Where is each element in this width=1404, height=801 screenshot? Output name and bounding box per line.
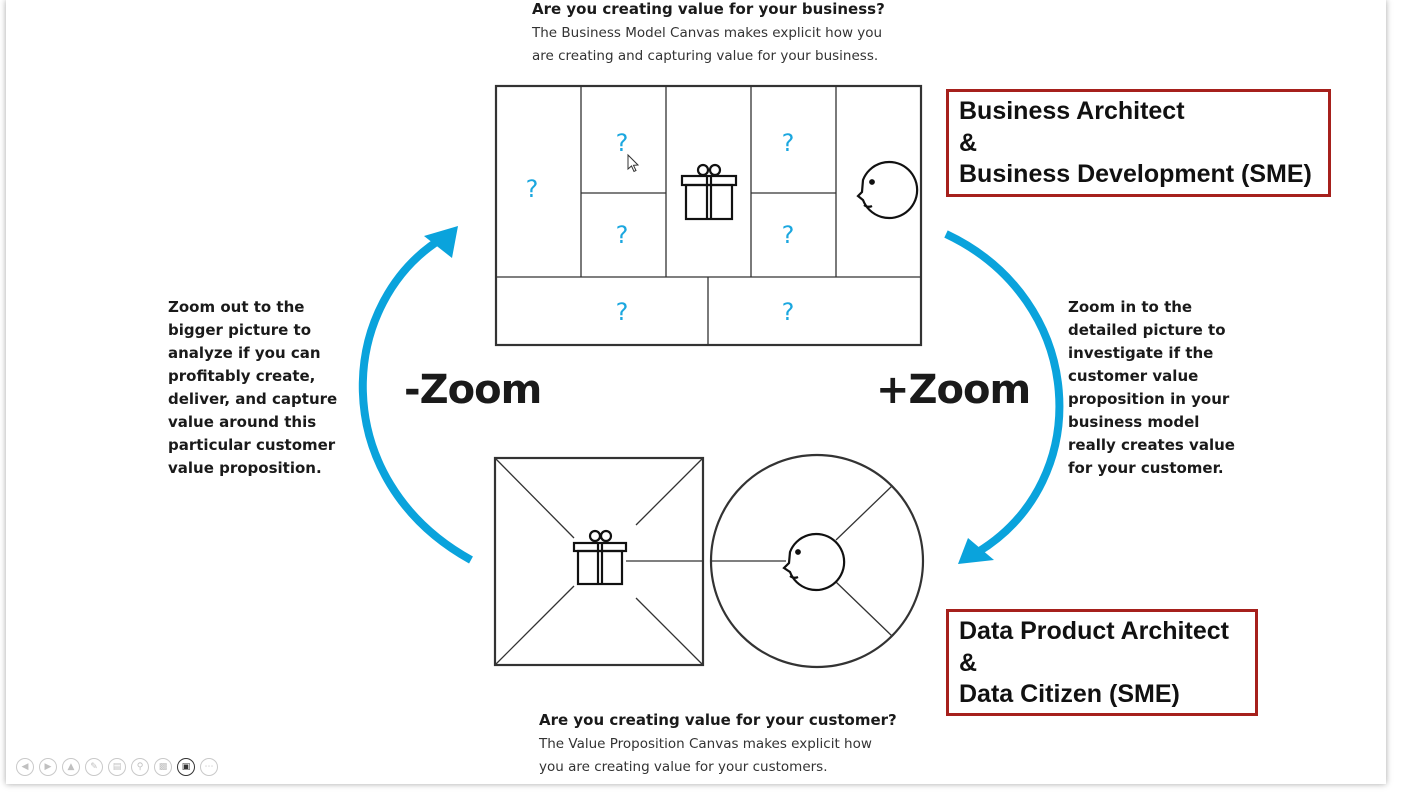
zoom-out-arrow (358, 232, 473, 564)
more-icon[interactable]: ⋯ (200, 758, 218, 776)
gift-icon (680, 163, 738, 221)
vpc-description-line: The Value Proposition Canvas makes expli… (539, 736, 872, 752)
customer-profile-circle (709, 453, 925, 669)
zoom-out-arrowhead (424, 226, 458, 258)
bmc-description: The Business Model Canvas makes explicit… (532, 22, 882, 68)
bmc-description-line: The Business Model Canvas makes explicit… (532, 25, 883, 41)
next-icon[interactable]: ▶ (39, 758, 57, 776)
question-channels: ? (782, 221, 795, 249)
question-key-resources: ? (616, 221, 629, 249)
zoom-in-label: +Zoom (876, 367, 1031, 413)
cursor-icon (627, 153, 640, 173)
prev-icon[interactable]: ◀ (16, 758, 34, 776)
question-key-activities: ? (616, 129, 629, 157)
zoom-in-arrowhead (958, 538, 994, 564)
pen-icon[interactable]: ✎ (85, 758, 103, 776)
slide: Are you creating value for your business… (6, 0, 1386, 784)
question-cost-structure: ? (616, 298, 629, 326)
subtitle-icon[interactable]: ▩ (154, 758, 172, 776)
diagram: ? ? ? ? ? ? ? (358, 84, 1064, 669)
business-roles-box: Business Architect & Business Developmen… (946, 89, 1331, 197)
zoom-in-description: Zoom in to the detailed picture to inves… (1068, 298, 1235, 477)
role-line: Business Development (SME) (959, 160, 1312, 188)
camera-icon[interactable]: ▣ (177, 758, 195, 776)
question-revenue-streams: ? (782, 298, 795, 326)
role-line: Data Citizen (SME) (959, 680, 1180, 708)
vpc-title: Are you creating value for your customer… (539, 711, 897, 729)
role-line: & (959, 128, 978, 157)
home-icon[interactable]: ▲ (62, 758, 80, 776)
question-key-partners: ? (526, 175, 539, 203)
gift-icon-small (572, 529, 628, 586)
role-line: Data Product Architect (959, 617, 1229, 645)
vpc-description-line: you are creating value for your customer… (539, 759, 828, 775)
role-line: Business Architect (959, 97, 1185, 125)
presentation-toolbar: ◀ ▶ ▲ ✎ ▤ ⚲ ▩ ▣ ⋯ (16, 758, 218, 776)
bmc-description-line: are creating and capturing value for you… (532, 48, 879, 64)
data-roles-box: Data Product Architect & Data Citizen (S… (946, 609, 1258, 716)
business-model-canvas (494, 84, 923, 347)
zoom-out-label: -Zoom (404, 367, 542, 413)
zoom-icon[interactable]: ⚲ (131, 758, 149, 776)
role-line: & (959, 648, 978, 677)
face-icon (856, 160, 919, 220)
bmc-title: Are you creating value for your business… (532, 0, 885, 18)
copy-icon[interactable]: ▤ (108, 758, 126, 776)
value-map-square (493, 456, 705, 667)
zoom-out-description: Zoom out to the bigger picture to analyz… (168, 298, 338, 477)
face-icon-small (782, 532, 846, 592)
zoom-in-arrow (944, 230, 1064, 556)
question-customer-relationships: ? (782, 129, 795, 157)
vpc-description: The Value Proposition Canvas makes expli… (539, 733, 872, 779)
